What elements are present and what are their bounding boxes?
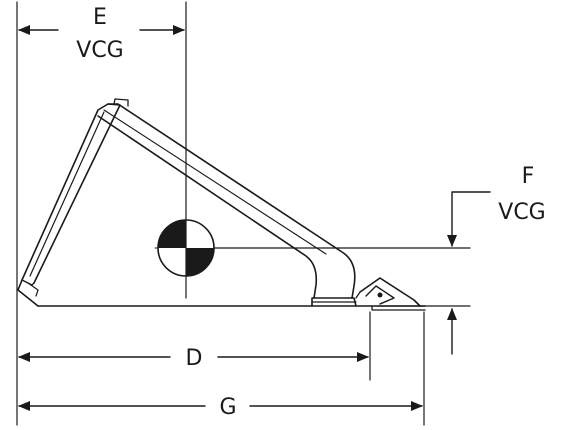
bucket-outline [17, 98, 426, 311]
dimension-g: G [18, 395, 423, 420]
dimension-e-vcg-label: VCG [76, 38, 123, 63]
pivot-pin-icon [377, 292, 383, 298]
dimension-f-vcg-label: VCG [498, 200, 545, 225]
dimension-e-label: E [93, 5, 107, 30]
dimension-f-label: F [522, 164, 535, 189]
extension-lines [16, 1, 471, 426]
dimension-f: F VCG [447, 164, 546, 355]
dimension-g-label: G [219, 395, 236, 420]
center-of-gravity-icon [154, 219, 216, 277]
dimension-d-label: D [186, 346, 203, 371]
dimension-e: E VCG [18, 5, 185, 63]
dimension-d: D [18, 346, 369, 371]
